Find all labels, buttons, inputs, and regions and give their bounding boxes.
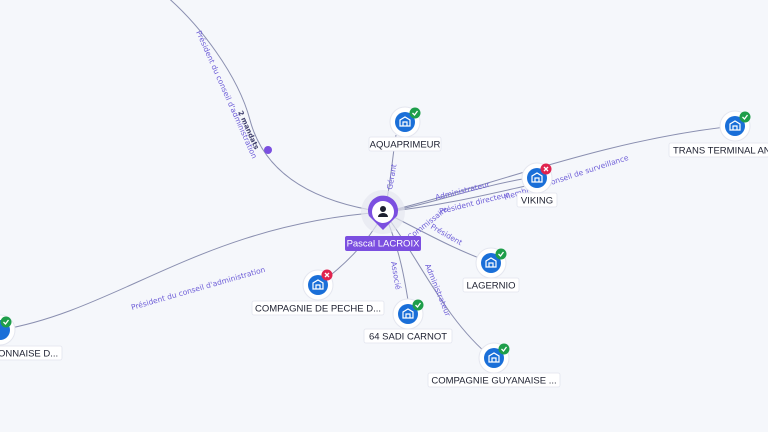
check-badge-icon	[495, 248, 507, 260]
company-label-sadi-carnot: 64 SADI CARNOT	[369, 332, 447, 343]
check-badge-icon	[739, 111, 751, 123]
company-label-lagernio: LAGERNIO	[466, 281, 515, 292]
company-label-peche: COMPAGNIE DE PECHE D...	[255, 304, 381, 315]
company-node-guyanaise[interactable]: COMPAGNIE GUYANAISE ...	[427, 342, 561, 388]
company-label-viking: VIKING	[521, 196, 553, 207]
company-node-trans-terminal[interactable]: TRANS TERMINAL AN	[668, 110, 768, 158]
check-badge-icon	[0, 316, 12, 328]
check-badge-icon	[498, 343, 510, 355]
company-label-left: ONNAISE D...	[0, 349, 58, 360]
company-node-peche[interactable]: COMPAGNIE DE PECHE D...	[251, 269, 385, 316]
person-node[interactable]: Pascal LACROIX	[345, 190, 421, 251]
company-node-lagernio[interactable]: LAGERNIO	[462, 247, 520, 293]
company-node-sadi-carnot[interactable]: 64 SADI CARNOT	[363, 298, 453, 344]
edge-count-dot	[264, 146, 272, 154]
edge-label-sadi-carnot: Associé	[389, 261, 403, 291]
check-badge-icon	[409, 107, 421, 119]
company-node-viking[interactable]: VIKING	[516, 162, 558, 208]
edge-labels: Président du conseil d'administration 2 …	[130, 29, 630, 318]
building-icon-glyph	[399, 116, 411, 127]
company-node-left[interactable]: ONNAISE D...	[0, 314, 63, 361]
company-node-aquaprimeur[interactable]: AQUAPRIMEUR	[368, 106, 442, 152]
company-label-aquaprimeur: AQUAPRIMEUR	[370, 140, 441, 151]
company-label-guyanaise: COMPAGNIE GUYANAISE ...	[431, 376, 556, 387]
person-name: Pascal LACROIX	[347, 239, 421, 250]
edge-label-aquaprimeur: Gérant	[385, 163, 398, 190]
check-badge-icon	[412, 299, 424, 311]
edge-label-guyanaise: Administrateur	[423, 262, 453, 318]
company-label-trans-terminal: TRANS TERMINAL AN	[673, 146, 768, 157]
person-icon	[378, 206, 388, 217]
edge-label-left: Président du conseil d'administration	[130, 265, 266, 312]
